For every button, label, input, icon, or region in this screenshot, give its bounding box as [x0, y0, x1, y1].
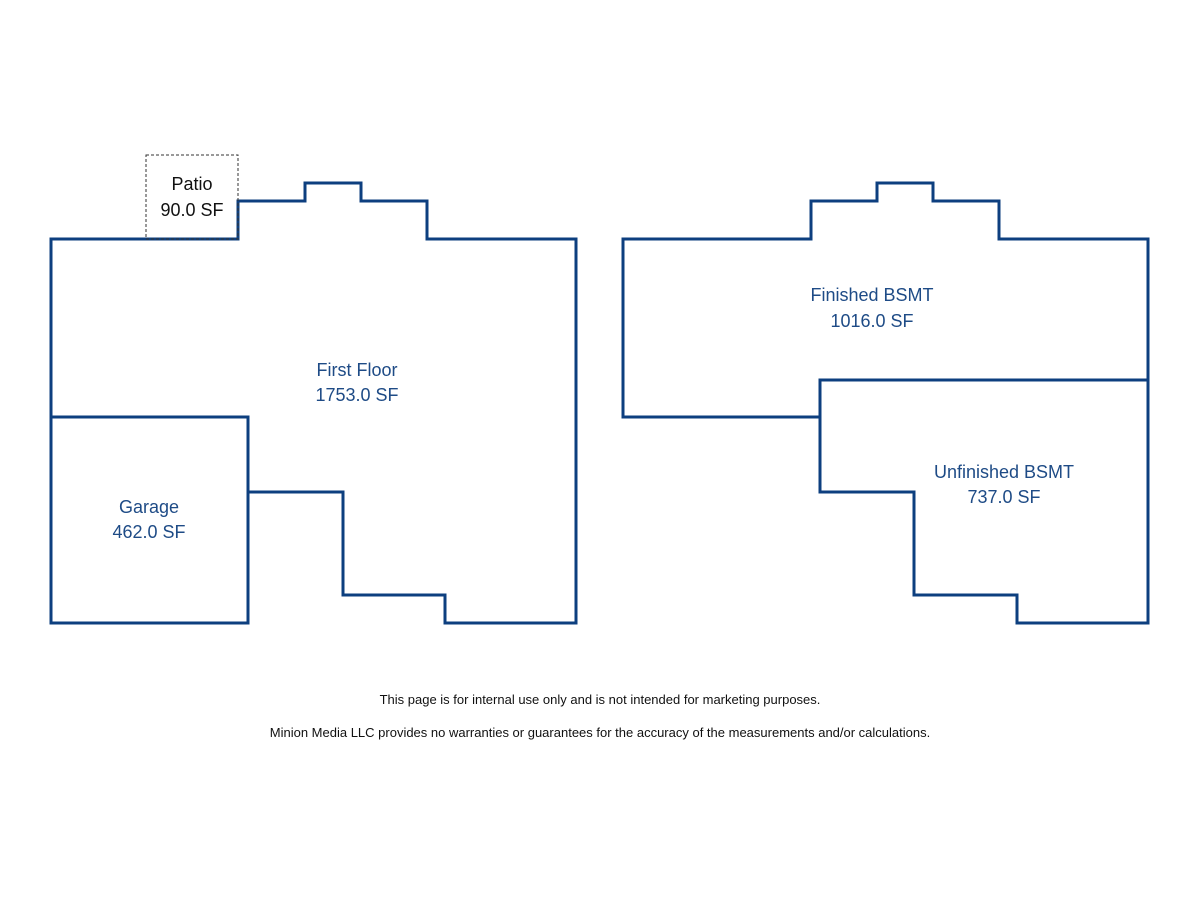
unfinished-bsmt-name: Unfinished BSMT [934, 462, 1074, 482]
garage-name: Garage [119, 497, 179, 517]
patio-area: 90.0 SF [160, 200, 223, 220]
first-floor-plan: Patio 90.0 SF First Floor 1753.0 SF Gara… [49, 154, 578, 625]
warranty-disclaimer: Minion Media LLC provides no warranties … [269, 725, 931, 740]
patio-name: Patio [171, 174, 212, 194]
basement-plan: Finished BSMT 1016.0 SF Unfinished BSMT … [621, 181, 1150, 625]
garage-area: 462.0 SF [112, 522, 185, 542]
first-floor-outline [49, 181, 578, 625]
patio-outline [145, 154, 239, 240]
finished-bsmt-outline [621, 181, 1150, 419]
unfinished-bsmt-outline [818, 378, 1150, 625]
finished-bsmt-area: 1016.0 SF [830, 311, 913, 331]
first-floor-name: First Floor [317, 360, 398, 380]
finished-bsmt-name: Finished BSMT [810, 285, 933, 305]
first-floor-area: 1753.0 SF [315, 385, 398, 405]
unfinished-bsmt-area: 737.0 SF [967, 487, 1040, 507]
internal-use-disclaimer: This page is for internal use only and i… [379, 692, 821, 707]
garage-outline [49, 237, 250, 625]
